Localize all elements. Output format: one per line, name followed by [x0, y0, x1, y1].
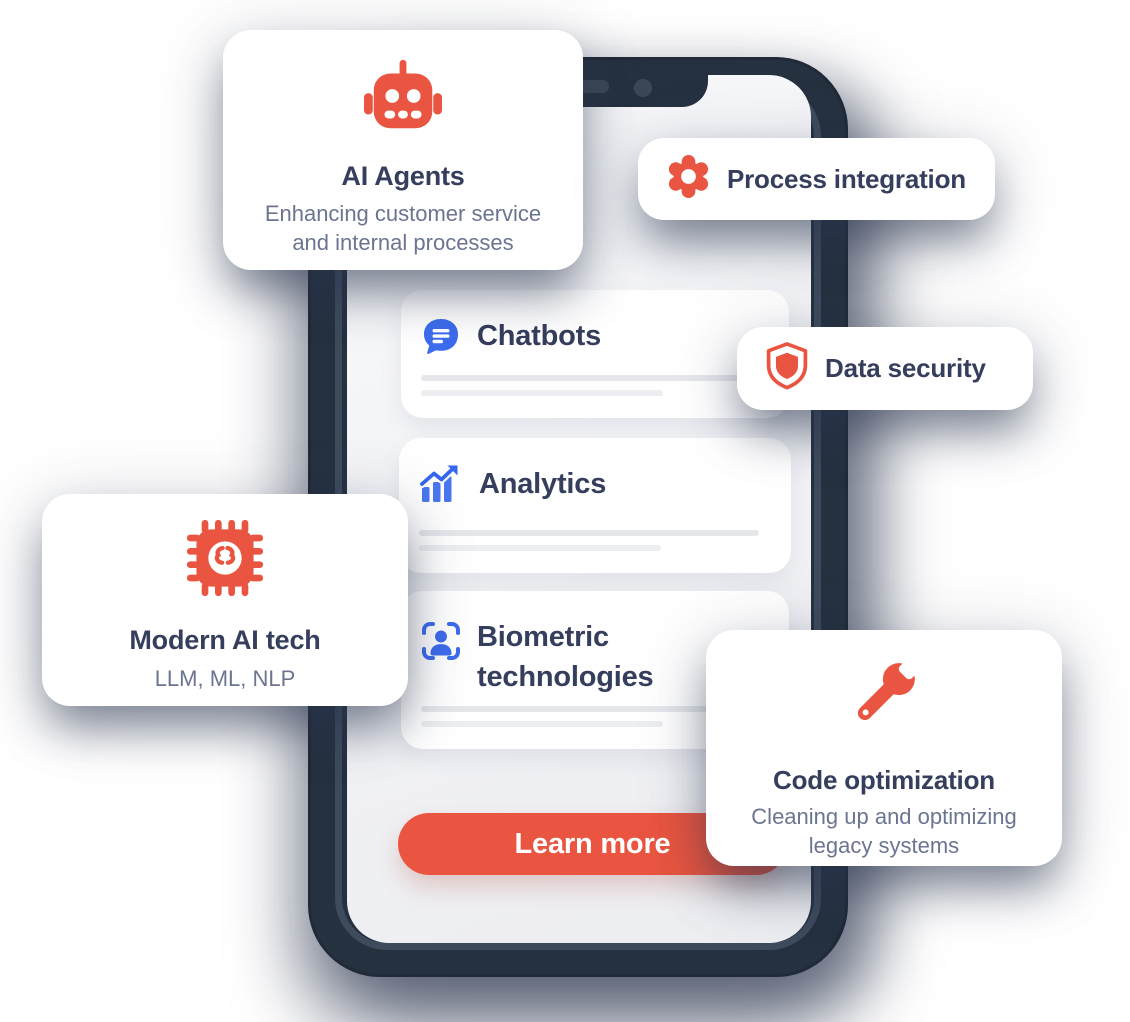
ai-agents-card: AI Agents Enhancing customer service and… [223, 30, 583, 270]
face-scan-icon [421, 621, 461, 666]
chip-icon [185, 518, 265, 603]
chat-bubble-icon [421, 316, 461, 361]
list-item-label: Biometric technologies [477, 621, 654, 693]
card-subtitle: LLM, ML, NLP [154, 666, 296, 691]
pill-label: Data security [825, 353, 986, 383]
card-title: Modern AI tech [129, 625, 321, 655]
placeholder-line [421, 706, 761, 712]
analytics-chart-icon [418, 464, 463, 509]
gear-icon [665, 153, 712, 205]
code-optimization-card: Code optimization Cleaning up and optimi… [706, 630, 1062, 866]
robot-icon [362, 56, 444, 141]
data-security-pill: Data security [737, 327, 1033, 410]
chatbots-card: Chatbots [401, 290, 789, 418]
modern-ai-tech-card: Modern AI tech LLM, ML, NLP [42, 494, 408, 706]
card-title: Code optimization [773, 765, 995, 795]
card-subtitle: Enhancing customer service and internal … [264, 201, 542, 256]
analytics-card: Analytics [399, 438, 791, 573]
placeholder-line [421, 721, 663, 727]
wrench-icon [842, 652, 926, 741]
process-integration-pill: Process integration [638, 138, 995, 220]
pill-label: Process integration [727, 163, 966, 194]
phone-camera [634, 79, 652, 97]
card-subtitle: Cleaning up and optimizing legacy system… [751, 804, 1017, 859]
placeholder-line [421, 390, 663, 396]
placeholder-line [419, 530, 759, 536]
list-item-label: Chatbots [477, 320, 602, 352]
placeholder-line [419, 545, 661, 551]
shield-icon [764, 341, 810, 396]
placeholder-line [421, 375, 761, 381]
list-item-label: Analytics [479, 468, 607, 500]
card-title: AI Agents [341, 161, 465, 191]
